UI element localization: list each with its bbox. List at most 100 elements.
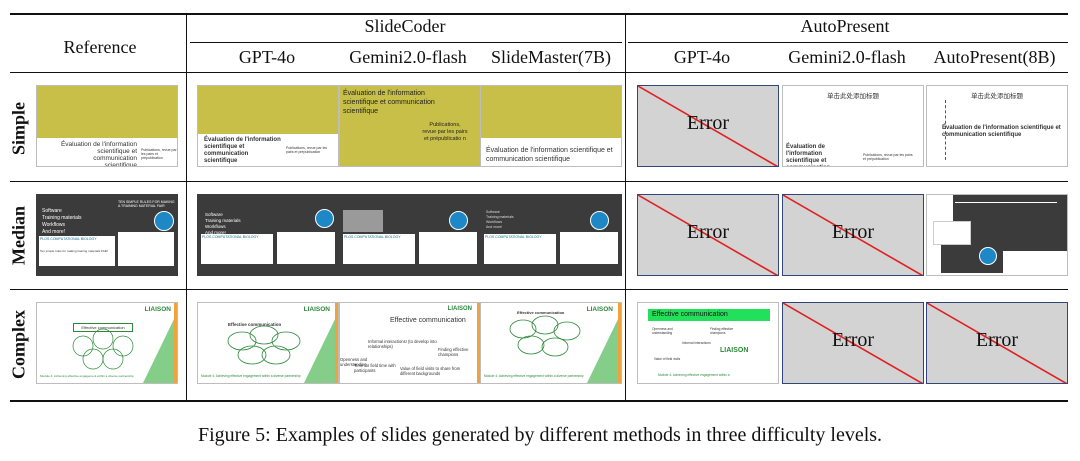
slide-logo: LIAISON: [586, 306, 613, 313]
slide-cn-title: 单击此处添加标题: [971, 93, 1023, 100]
slide-orange-edge: [335, 303, 338, 383]
bullet: Workflows: [486, 220, 503, 224]
slide-title: Effective communication: [648, 309, 770, 321]
bullet: Workflows: [205, 224, 226, 229]
slide-banner: PLOS COMPUTATIONAL BIOLOGY: [202, 235, 259, 239]
slide-simple-slidemaster: Évaluation de l'information scientifique…: [480, 85, 622, 167]
bullet: Training materials: [486, 215, 514, 219]
row-label-complex: Complex: [8, 310, 29, 379]
slide-title: Effective communication: [390, 317, 466, 324]
header-col-1: GPT-4o: [238, 47, 296, 67]
slide-bubble-3: Informal interactions: [682, 341, 711, 345]
slide-panel: PLOS COMPUTATIONAL BIOLOGY: [343, 234, 415, 264]
slide-simple-autopresent-gpt4o-error: Error: [637, 85, 779, 167]
slide-footer: Module 4: Achieving effective engagement…: [201, 374, 301, 378]
slide-simple-slidecoder-gemini: Évaluation de l'information scientifique…: [339, 85, 481, 167]
slide-line-2: Openness and understanding: [340, 357, 368, 367]
header-reference: Reference: [63, 37, 137, 57]
slide-title: Évaluation de l'information scientifique…: [786, 144, 830, 166]
slide-complex-slidecoder-gemini: LIAISON Effective communication Informal…: [339, 302, 481, 384]
bullet: Software: [486, 210, 500, 214]
slide-green-corner: [143, 313, 177, 383]
slide-subtitle: Publications, revue par les pairs et pré…: [863, 153, 913, 161]
col-divider-2: [625, 13, 626, 401]
table-header-rule: [10, 72, 1068, 73]
slide-complex-autopresent-8b-error: Error: [926, 302, 1068, 384]
table-row-rule-1: [10, 181, 1068, 182]
table-row-rule-2: [10, 289, 1068, 290]
slide-complex-reference: LIAISON Effective communication Module 4…: [36, 302, 178, 384]
error-cross: [783, 303, 923, 383]
slide-simple-autopresent-8b: 单击此处添加标题 Évaluation de l'information sci…: [926, 85, 1068, 167]
slide-caption: Ten simple rules for making training mat…: [40, 249, 108, 253]
slide-subtitle: Publications, revue par les pairs et pré…: [286, 146, 328, 154]
slide-title: Évaluation de l'information scientifique…: [942, 125, 1061, 138]
slide-title: Évaluation de l'information scientifique…: [343, 90, 435, 115]
group1-subrule: [190, 42, 622, 43]
bullet: Training materials: [42, 215, 82, 221]
error-label: Error: [831, 221, 875, 243]
slide-title: Effective communication: [73, 323, 133, 332]
slide-title: Évaluation de l'information scientifique…: [204, 137, 281, 164]
bullet: Workflows: [42, 222, 65, 228]
col-divider-1: [186, 13, 187, 401]
fair-badge-icon: [979, 247, 997, 265]
slide-complex-autopresent-gemini-error: Error: [782, 302, 924, 384]
slide-banner: PLOS COMPUTATIONAL BIOLOGY: [344, 235, 401, 239]
error-label: Error: [686, 112, 730, 134]
slide-subtitle: Publications, revue par les pairs et pré…: [141, 148, 177, 160]
slide-white-line: [955, 202, 1057, 203]
fair-badge-icon: [590, 211, 609, 230]
slide-bubble-1: Openness and understanding: [652, 327, 673, 335]
bubble-diagram: [227, 325, 301, 365]
error-cross: [927, 303, 1067, 383]
slide-complex-slidemaster: LIAISON Effective communication Module 4…: [480, 302, 622, 384]
slide-logo: LIAISON: [447, 306, 472, 312]
slide-orange-edge: [477, 303, 480, 383]
slide-orange-edge: [618, 303, 621, 383]
slide-line-3: Time for field time with participants: [354, 363, 396, 373]
header-col-3: SlideMaster(7B): [491, 47, 611, 67]
slide-panel: PLOS COMPUTATIONAL BIOLOGY: [484, 234, 556, 264]
row-label-median: Median: [8, 206, 29, 266]
slide-title: Évaluation de l'information scientifique…: [60, 141, 137, 167]
slide-bubble-2: Finding effective champions: [710, 327, 734, 335]
slide-cn-title: 单击此处添加标题: [827, 93, 879, 100]
bullet: And more!: [42, 229, 66, 235]
slide-simple-reference: Évaluation de l'information scientifique…: [36, 85, 178, 167]
slide-complex-slidecoder-gpt4o: LIAISON Effective communication Module 4…: [197, 302, 339, 384]
header-col-4: GPT-4o: [673, 47, 731, 67]
slide-median-slidemaster: Software Training materials Workflows An…: [480, 194, 622, 276]
header-col-6: AutoPresent(8B): [933, 47, 1056, 67]
slide-footer: Module 4: Achieving effective engagement…: [40, 374, 134, 378]
bullet: Software: [205, 212, 223, 217]
slide-logo: LIAISON: [720, 347, 749, 354]
slide-line-5: Value of field visits to share from diff…: [400, 366, 461, 376]
slide-ten-rules: TEN SIMPLE RULES FOR MAKING A TRAINING M…: [118, 200, 175, 208]
slide-median-autopresent-8b: [926, 194, 1068, 276]
group2-subrule: [628, 42, 1068, 43]
slide-bullets: Software Training materials Workflows An…: [486, 210, 546, 230]
error-label: Error: [975, 329, 1019, 351]
slide-bullets: Software Training materials Workflows An…: [205, 212, 265, 236]
header-col-5: Gemini2.0-flash: [788, 47, 906, 67]
slide-title: Évaluation de l'information scientifique…: [486, 147, 613, 163]
slide-panel: PLOS COMPUTATIONAL BIOLOGY Ten simple ru…: [39, 236, 115, 266]
row-label-simple: Simple: [8, 102, 29, 156]
slide-line-4: Finding effective champions: [438, 347, 469, 357]
slide-logo: LIAISON: [144, 306, 171, 313]
fair-badge-icon: [154, 211, 174, 231]
slide-green-corner: [587, 313, 621, 383]
bubble-diagram: [509, 315, 581, 357]
slide-footer: Module 4: Achieving effective engagement…: [658, 373, 730, 377]
slide-bubble-4: Value of field visits: [654, 357, 681, 361]
bullet: Software: [42, 208, 62, 214]
bubble-diagram: [72, 328, 134, 370]
error-cross: [783, 195, 923, 275]
slide-median-autopresent-gemini-error: Error: [782, 194, 924, 276]
slide-median-reference: Software Training materials Workflows An…: [36, 194, 178, 276]
slide-panel-right: [118, 232, 174, 266]
bullet: And more!: [205, 230, 226, 235]
slide-panel-right: [560, 232, 618, 264]
fair-badge-icon: [449, 211, 468, 230]
